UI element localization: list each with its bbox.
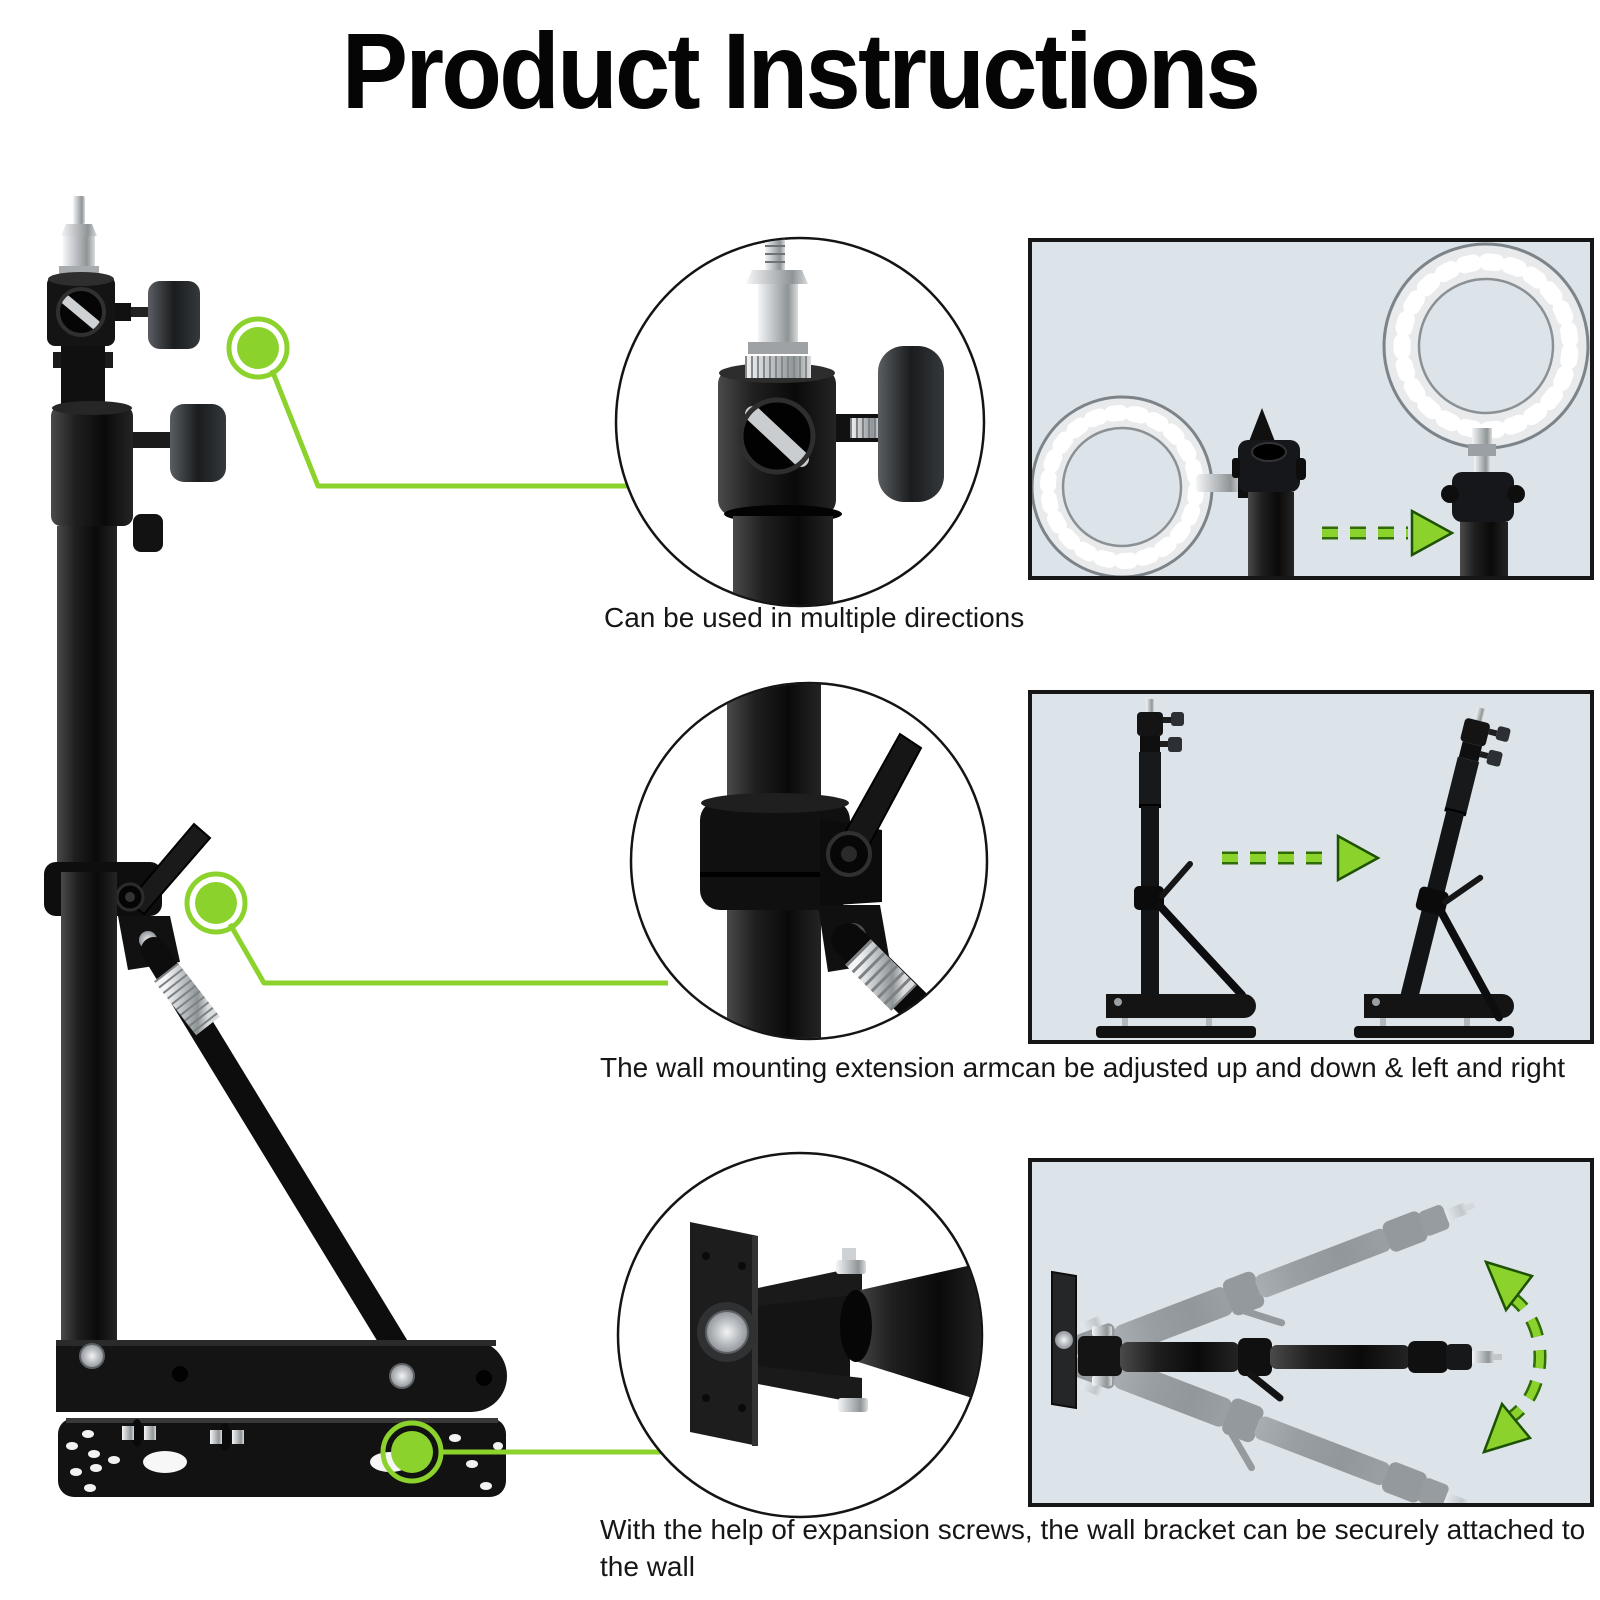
bracket-bar	[56, 1340, 507, 1412]
hex-bolt	[389, 1363, 415, 1389]
main-pole	[57, 526, 117, 872]
expansion-screw	[122, 1419, 156, 1447]
lower-pole	[61, 872, 117, 1342]
expansion-screw	[210, 1423, 244, 1451]
callout-dot-step-3	[380, 1420, 444, 1484]
callout-dot-step-2	[184, 871, 248, 935]
green-dashed-arrow-right	[1322, 508, 1455, 558]
stand-neck	[61, 346, 105, 408]
locking-knob-lower	[170, 404, 226, 482]
clamp-lever	[126, 822, 212, 916]
arm-detail	[852, 1262, 981, 1402]
wall-plate-side	[1051, 1270, 1077, 1410]
page-title: Product Instructions	[341, 10, 1261, 131]
upper-tube-section	[51, 401, 226, 552]
connector-step-1	[269, 369, 628, 489]
panel-swivel-range	[1028, 1158, 1594, 1507]
detail-circle-wall-plate	[616, 1151, 984, 1519]
spigot-top	[59, 196, 99, 278]
support-brace	[118, 916, 411, 1363]
hex-bolt	[79, 1343, 105, 1369]
callout-connectors	[227, 369, 668, 1455]
pole-left	[1232, 408, 1306, 576]
pole-right	[1441, 428, 1525, 576]
green-dashed-arc-up-down	[1481, 1260, 1547, 1454]
ring-light-sideways	[1032, 395, 1214, 576]
wall-mount-stand-illustration	[44, 196, 507, 1497]
connector-step-2	[227, 922, 668, 986]
caption-step-1: Can be used in multiple directions	[604, 602, 1025, 633]
neck-ear-right	[105, 352, 113, 368]
neck-ear-left	[53, 352, 61, 368]
spigot-detail	[745, 239, 811, 378]
stub-knob	[133, 514, 163, 552]
stand-head	[47, 272, 200, 349]
caption-step-2: The wall mounting extension armcan be ad…	[600, 1052, 1566, 1083]
knob-detail	[836, 346, 944, 502]
detail-circle-spigot	[614, 236, 986, 608]
panel-ring-light-directions	[1028, 238, 1594, 580]
green-dashed-arrow-right	[1222, 833, 1381, 883]
locking-knob-upper	[148, 281, 200, 349]
panel-tilt-adjustment	[1028, 690, 1594, 1044]
callout-dot-step-1	[226, 316, 290, 380]
caption-step-3: With the help of expansion screws, the w…	[600, 1514, 1586, 1582]
mounting-bolt-detail	[705, 1310, 749, 1354]
detail-circle-clamp	[629, 681, 989, 1041]
